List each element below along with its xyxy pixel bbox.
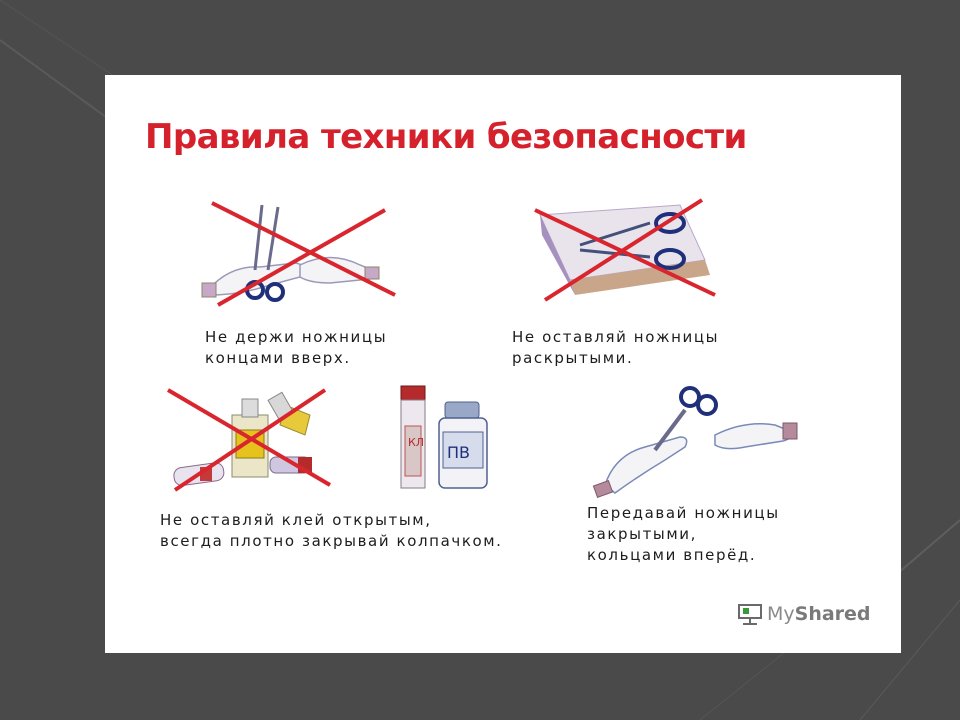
caption-line: кольцами вперёд.: [587, 546, 757, 564]
passing-scissors-illustration: [592, 386, 798, 499]
closed-glue-illustration: КЛ ПВ: [400, 385, 488, 489]
rule-caption-3: Не оставляй клей открытым, всегда плотно…: [160, 510, 503, 552]
glue-tube-label: КЛ: [408, 436, 424, 449]
glue-bottle-label: ПВ: [447, 443, 470, 462]
presentation-board-icon: [738, 604, 762, 625]
watermark-text-my: My: [767, 603, 795, 625]
caption-line: закрытыми,: [587, 525, 698, 543]
rule-caption-1: Не держи ножницы концами вверх.: [205, 327, 387, 369]
caption-line: Не оставляй ножницы: [512, 328, 720, 346]
scissors-up-illustration: [201, 201, 396, 307]
caption-line: Не оставляй клей открытым,: [160, 511, 432, 529]
scissors-open-illustration: [534, 198, 716, 302]
caption-line: Не держи ножницы: [205, 328, 388, 346]
caption-line: Передавай ножницы: [587, 504, 780, 522]
rule-caption-2: Не оставляй ножницы раскрытыми.: [512, 327, 719, 369]
caption-line: раскрытыми.: [512, 349, 634, 367]
open-glue-illustration: [166, 388, 332, 492]
rule-caption-4: Передавай ножницы закрытыми, кольцами вп…: [587, 503, 780, 566]
slide-title: Правила техники безопасности: [145, 117, 747, 157]
caption-line: всегда плотно закрывай колпачком.: [160, 532, 503, 550]
caption-line: концами вверх.: [205, 349, 351, 367]
slide: Правила техники безопасности: [105, 75, 901, 653]
watermark-text-shared: Shared: [794, 603, 871, 625]
